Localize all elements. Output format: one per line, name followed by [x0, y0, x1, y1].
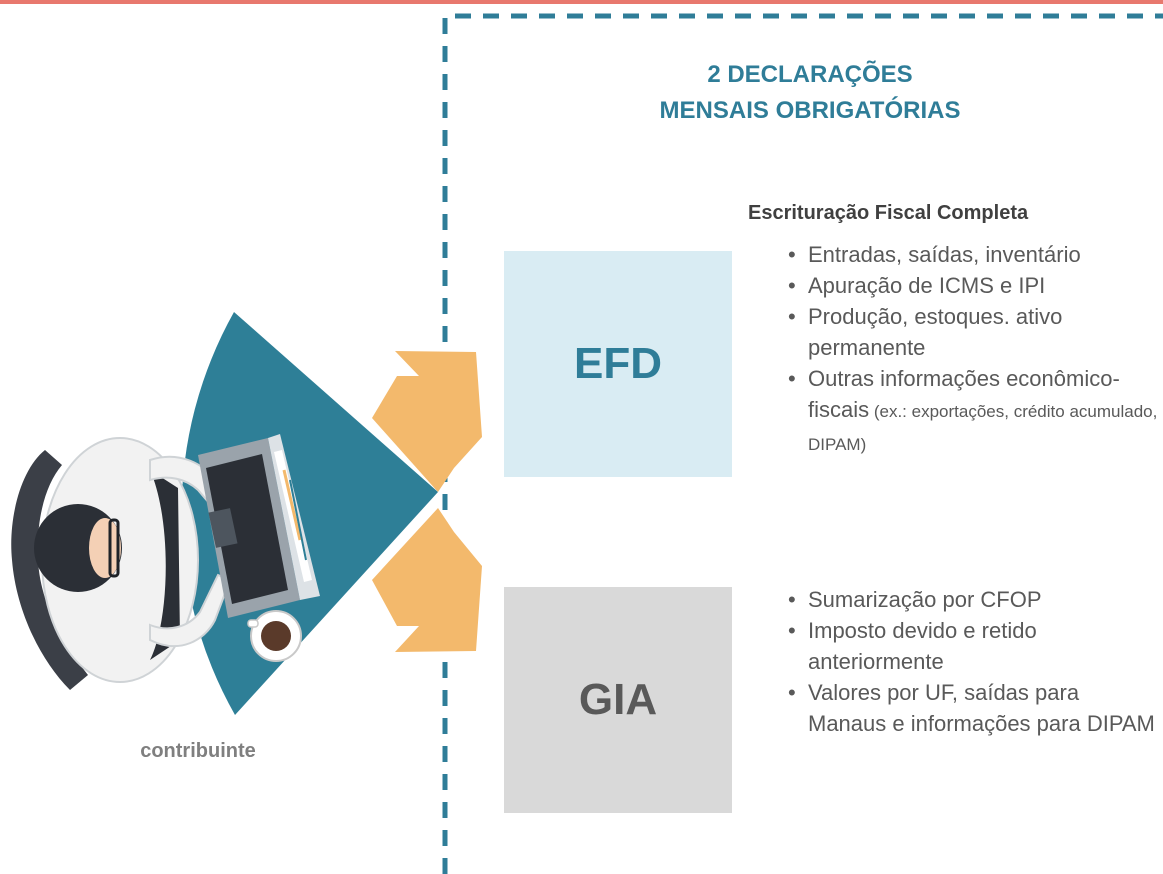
efd-description-heading: Escrituração Fiscal Completa — [748, 202, 1029, 224]
list-item: Imposto devido e retido anteriormente — [788, 615, 1158, 677]
list-item: Outras informações econômico-fiscais (ex… — [788, 363, 1158, 460]
list-item: Produção, estoques. ativo permanente — [788, 301, 1158, 363]
list-item: Sumarização por CFOP — [788, 584, 1158, 615]
list-item-main-text: Outras informações econômico-fiscais — [808, 366, 1120, 422]
page-title: 2 DECLARAÇÕES MENSAIS OBRIGATÓRIAS — [560, 57, 1060, 129]
gia-bullet-list: Sumarização por CFOP Imposto devido e re… — [788, 584, 1158, 739]
top-rule — [0, 0, 1163, 4]
person-face — [89, 518, 121, 578]
laptop-icon — [198, 434, 320, 618]
list-item: Apuração de ICMS e IPI — [788, 270, 1158, 301]
list-item: Entradas, saídas, inventário — [788, 239, 1158, 270]
contribuinte-illustration — [11, 312, 482, 715]
arrow-to-gia — [372, 508, 482, 652]
efd-bullet-list: Entradas, saídas, inventário Apuração de… — [788, 239, 1158, 460]
title-line-2: MENSAIS OBRIGATÓRIAS — [659, 97, 961, 124]
person-vest — [150, 470, 180, 660]
contribuinte-label: contribuinte — [140, 740, 256, 762]
arrow-to-efd — [372, 351, 482, 492]
glasses-icon — [108, 518, 120, 578]
gia-box: GIA — [504, 587, 732, 813]
gia-label: GIA — [578, 675, 658, 724]
list-item: Valores por UF, saídas para Manaus e inf… — [788, 677, 1158, 739]
chair-icon — [11, 450, 89, 690]
coffee-cup-icon — [247, 610, 302, 662]
desk-shape — [181, 312, 439, 715]
efd-label: EFD — [574, 339, 662, 388]
efd-box: EFD — [504, 251, 732, 477]
title-line-1: 2 DECLARAÇÕES — [707, 61, 913, 88]
list-item-note: (ex.: exportações, crédito acumulado, DI… — [808, 402, 1158, 454]
